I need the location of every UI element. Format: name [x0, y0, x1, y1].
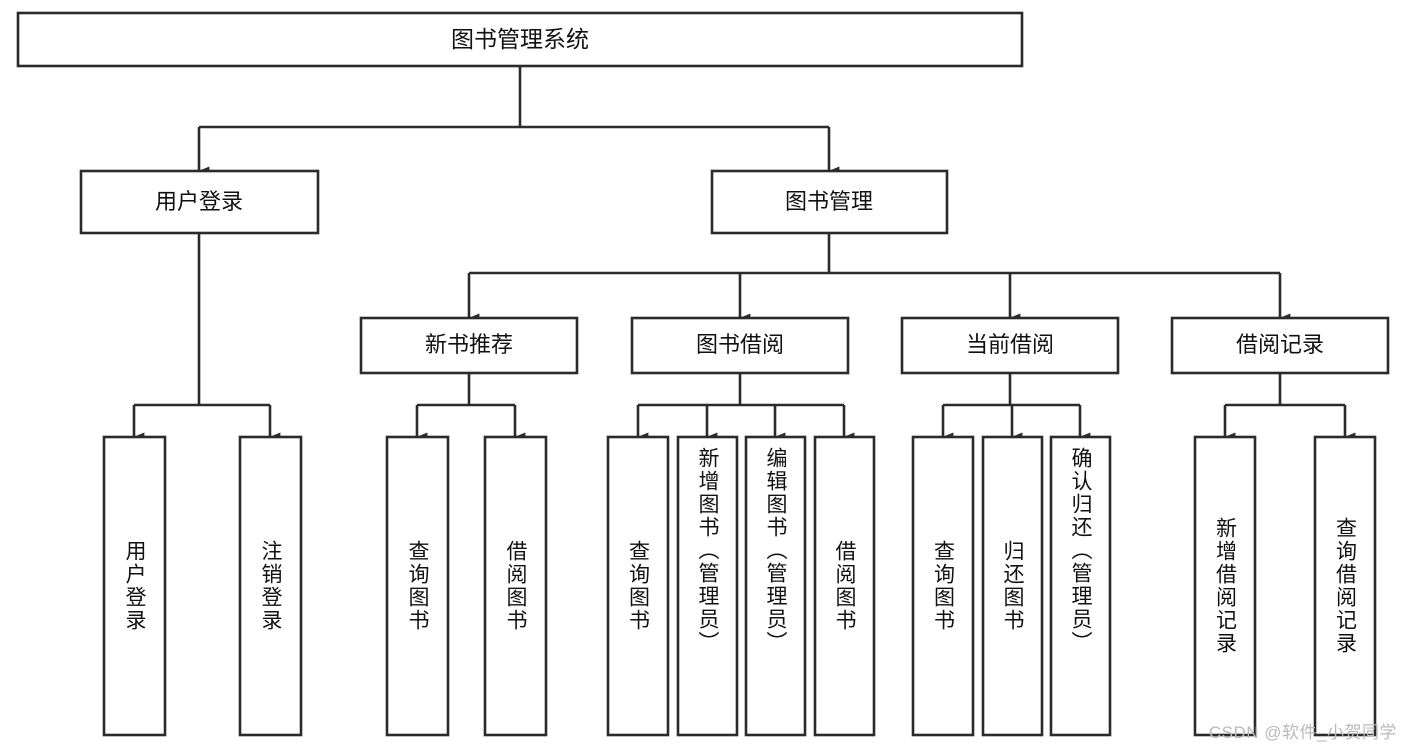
csdn-watermark: CSDN @软件_小贺同学 [1208, 723, 1397, 742]
connector-group-book-manage [467, 233, 1291, 323]
node-new-book-recommend-label: 新书推荐 [425, 332, 513, 357]
node-borrow-record-box[interactable] [1170, 316, 1390, 375]
connector-group-book-borrow [636, 373, 855, 442]
node-current-borrow-label: 当前借阅 [966, 332, 1054, 357]
node-leaf-query-book-2-box[interactable] [606, 435, 670, 737]
node-current-borrow[interactable]: 当前借阅 [900, 316, 1120, 375]
node-leaf-edit-book-box[interactable] [744, 435, 807, 737]
node-book-borrow-box[interactable] [630, 316, 850, 375]
connector-group-borrow-record [1223, 373, 1356, 442]
node-book-borrow[interactable]: 图书借阅 [630, 316, 850, 375]
node-leaf-query-book-1-box[interactable] [385, 435, 450, 737]
connector-group-new-book-recommend [415, 373, 526, 442]
node-book-manage-box[interactable] [710, 169, 949, 235]
node-leaf-borrow-book-1-box[interactable] [483, 435, 548, 737]
node-user-login-label: 用户登录 [155, 189, 243, 214]
connector-group-current-borrow [941, 373, 1091, 442]
node-borrow-record[interactable]: 借阅记录 [1170, 316, 1390, 375]
node-leaf-query-book-3-box[interactable] [911, 435, 975, 737]
node-borrow-record-label: 借阅记录 [1236, 332, 1324, 357]
node-root-box[interactable] [16, 11, 1024, 68]
node-leaf-add-book-box[interactable] [676, 435, 739, 737]
node-leaf-add-record-box[interactable] [1193, 435, 1257, 737]
node-new-book-recommend-box[interactable] [359, 316, 579, 375]
node-root-label: 图书管理系统 [451, 26, 589, 52]
node-book-manage-label: 图书管理 [785, 189, 873, 214]
node-leaf-logout-box[interactable] [238, 435, 303, 737]
node-current-borrow-box[interactable] [900, 316, 1120, 375]
connector-group-root [197, 66, 840, 176]
node-user-login[interactable]: 用户登录 [79, 169, 320, 235]
node-leaf-borrow-book-2-box[interactable] [813, 435, 876, 737]
connector-group-user-login [132, 233, 281, 442]
node-leaf-return-book-box[interactable] [981, 435, 1044, 737]
node-new-book-recommend[interactable]: 新书推荐 [359, 316, 579, 375]
node-book-manage[interactable]: 图书管理 [710, 169, 949, 235]
node-leaf-user-login-box[interactable] [102, 435, 167, 737]
node-root[interactable]: 图书管理系统 [16, 11, 1024, 68]
node-user-login-box[interactable] [79, 169, 320, 235]
node-leaf-query-record-box[interactable] [1313, 435, 1377, 737]
node-book-borrow-label: 图书借阅 [696, 332, 784, 357]
node-leaf-confirm-return-box[interactable] [1049, 435, 1112, 737]
